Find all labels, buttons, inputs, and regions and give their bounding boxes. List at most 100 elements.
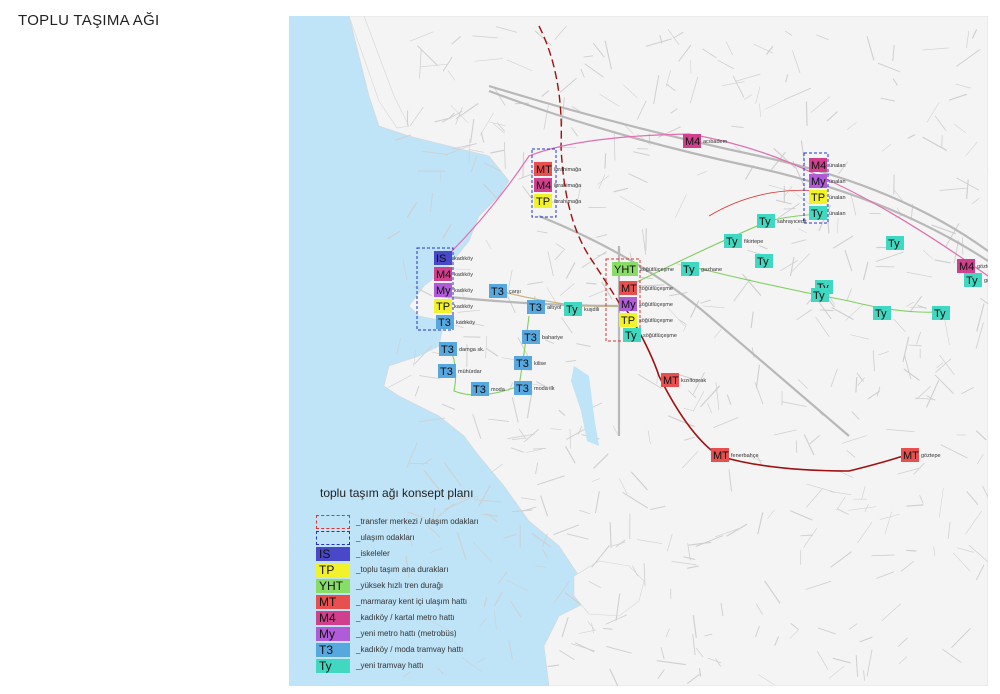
street xyxy=(461,656,482,672)
street xyxy=(697,170,707,176)
street xyxy=(846,288,852,302)
street xyxy=(681,450,699,469)
street xyxy=(800,534,813,537)
street xyxy=(789,256,795,277)
street xyxy=(555,243,566,251)
street xyxy=(827,293,835,305)
legend-label: _yeni tramvay hattı xyxy=(356,661,424,670)
badge-box xyxy=(873,306,891,320)
badge-code: TP xyxy=(811,192,825,204)
street xyxy=(713,416,739,429)
street xyxy=(479,617,487,628)
street xyxy=(591,622,594,634)
street xyxy=(436,503,455,518)
street xyxy=(631,565,639,577)
street xyxy=(526,390,533,419)
street xyxy=(478,485,491,507)
stop-name: kadıköy xyxy=(456,320,475,326)
street xyxy=(546,287,557,305)
street xyxy=(881,143,892,152)
street xyxy=(506,59,533,71)
station-badge-ty: Tygöztepe xyxy=(964,273,988,287)
street xyxy=(728,469,733,492)
stop-name: kadıköy xyxy=(454,256,473,262)
street xyxy=(561,97,565,126)
street xyxy=(798,228,807,233)
stop-name: kuşdili xyxy=(584,307,599,313)
street xyxy=(488,418,510,422)
street xyxy=(735,73,761,82)
street xyxy=(527,281,544,285)
badge-code: My xyxy=(621,299,636,311)
street xyxy=(856,372,864,382)
street xyxy=(641,229,647,255)
ty-tram-north xyxy=(628,213,820,287)
legend-item: MT_marmaray kent içi ulaşım hattı xyxy=(316,594,576,609)
badge-box xyxy=(534,162,552,176)
peninsula xyxy=(573,560,645,617)
badge-box xyxy=(619,313,637,327)
street xyxy=(474,499,501,503)
street xyxy=(536,475,565,486)
street xyxy=(490,149,505,154)
street xyxy=(507,269,513,294)
street xyxy=(725,41,734,56)
street xyxy=(971,29,978,39)
street xyxy=(732,75,745,98)
metrobus-line xyxy=(708,189,820,217)
street xyxy=(493,123,505,134)
badge-code: M4 xyxy=(811,160,826,172)
station-badge-ty: Ty xyxy=(932,306,950,320)
street xyxy=(445,144,474,156)
street xyxy=(897,637,908,647)
street xyxy=(554,25,567,40)
badge-code: T3 xyxy=(440,366,453,378)
street xyxy=(758,245,768,250)
stop-name: söğütlüçeşme xyxy=(643,333,677,339)
street xyxy=(830,368,838,388)
street xyxy=(541,89,550,97)
street xyxy=(564,592,581,605)
street xyxy=(660,647,665,660)
street xyxy=(561,616,569,638)
street xyxy=(726,523,748,537)
street xyxy=(872,350,875,372)
street xyxy=(489,121,506,126)
badge-code: T3 xyxy=(529,302,542,314)
street xyxy=(455,106,463,125)
badge-box xyxy=(434,267,452,281)
street xyxy=(965,141,978,157)
badge-code: Ty xyxy=(625,330,637,342)
street xyxy=(836,496,846,511)
badge-code: IS xyxy=(436,253,446,265)
legend-item: IS_iskeleler xyxy=(316,546,576,561)
legend-label: _ulaşım odakları xyxy=(356,533,415,542)
street xyxy=(423,616,450,632)
station-badge-ty: Ty xyxy=(873,306,891,320)
street xyxy=(604,153,607,169)
street xyxy=(832,657,851,664)
badge-box xyxy=(623,328,641,342)
ty-tram-south xyxy=(688,265,950,313)
stop-name: mühürdar xyxy=(458,369,482,375)
street xyxy=(876,386,881,397)
street xyxy=(734,146,743,153)
street xyxy=(437,667,444,675)
street xyxy=(847,121,857,130)
street xyxy=(656,660,686,666)
street xyxy=(457,496,479,500)
street xyxy=(517,337,531,360)
street xyxy=(430,192,433,212)
legend-label: _toplu taşım ana durakları xyxy=(356,565,449,574)
stop-name: ibrahimağa xyxy=(554,199,582,205)
street xyxy=(855,655,859,677)
street xyxy=(498,571,508,584)
street xyxy=(493,87,506,106)
street xyxy=(455,103,479,120)
